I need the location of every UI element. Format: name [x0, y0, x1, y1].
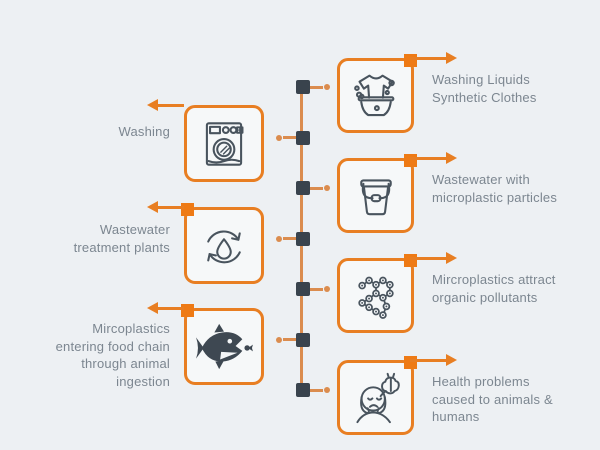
card-washing-liquids: [337, 58, 414, 133]
flow-arrow-head: [446, 152, 457, 164]
timeline-connector-dot: [324, 286, 330, 292]
card-washing: [184, 105, 264, 182]
label-washing-liquids: Washing Liquids Synthetic Clothes: [432, 71, 597, 106]
flow-arrow-head: [147, 201, 158, 213]
timeline-node: [296, 80, 310, 94]
label-line: Mircroplastics attract: [432, 272, 556, 287]
timeline-stub: [283, 136, 296, 139]
flow-arrow-line: [158, 206, 184, 209]
timeline-stub: [310, 85, 323, 89]
card-treatment-plants: [184, 207, 264, 284]
label-line: entering food chain: [55, 338, 170, 354]
label-line: humans: [432, 409, 480, 424]
card-food-chain: [184, 308, 264, 385]
timeline-node: [296, 181, 310, 195]
timeline-node: [296, 231, 310, 246]
timeline-connector-dot: [276, 235, 282, 242]
label-line: Health problems: [432, 374, 530, 389]
timeline-stub: [283, 237, 296, 240]
flow-arrow-line: [158, 307, 184, 310]
timeline-stub: [310, 388, 323, 392]
timeline-stub: [310, 186, 323, 190]
flow-arrow-head: [147, 302, 158, 314]
flow-arrow-line: [410, 257, 446, 260]
flow-arrow-line: [158, 104, 184, 107]
washing-machine-icon: [205, 121, 244, 166]
woman-brain-icon: [355, 372, 400, 423]
connector-square: [181, 203, 194, 216]
label-wastewater-particles: Wastewater with microplastic particles: [432, 171, 597, 206]
label-line: Washing: [118, 124, 170, 139]
bucket-icon: [359, 178, 392, 215]
label-line: microplastic particles: [432, 189, 558, 205]
connector-square: [404, 154, 417, 167]
timeline-node: [296, 383, 310, 397]
flow-arrow-line: [410, 359, 446, 362]
label-health-problems: Health problems caused to animals & huma…: [432, 373, 597, 426]
flow-arrow-line: [410, 57, 446, 60]
flow-arrow-line: [410, 157, 446, 160]
timeline-connector-dot: [324, 185, 330, 191]
timeline-stub: [283, 338, 296, 341]
timeline-node: [296, 332, 310, 347]
molecule-icon: [357, 276, 394, 319]
label-line: organic pollutants: [432, 289, 538, 305]
timeline-connector-dot: [276, 134, 282, 141]
flow-arrow-head: [446, 52, 457, 64]
label-washing: Washing: [20, 123, 170, 141]
timeline-node: [296, 282, 310, 296]
fish-icon: [196, 323, 253, 369]
label-line: Washing Liquids: [432, 72, 530, 87]
label-line: Wastewater with: [432, 172, 530, 187]
label-line: Synthetic Clothes: [432, 89, 537, 105]
connector-square: [404, 254, 417, 267]
label-line: Wastewater: [99, 222, 170, 237]
laundry-tub-icon: [353, 74, 395, 116]
flow-arrow-head: [446, 354, 457, 366]
timeline-stub: [310, 287, 323, 291]
label-line: through animal: [81, 356, 170, 371]
card-wastewater-particles: [337, 158, 414, 233]
connector-square: [404, 54, 417, 67]
card-health-problems: [337, 360, 414, 435]
label-line: Mircoplastics: [92, 321, 170, 336]
timeline-node: [296, 130, 310, 145]
timeline-connector-dot: [324, 84, 330, 90]
flow-arrow-head: [147, 99, 158, 111]
label-organic-pollutants: Mircroplastics attract organic pollutant…: [432, 271, 597, 306]
water-recycle-icon: [207, 229, 241, 263]
timeline-connector-dot: [276, 336, 282, 343]
connector-square: [181, 304, 194, 317]
label-treatment-plants: Wastewater treatment plants: [20, 221, 170, 256]
label-line: caused to animals &: [432, 391, 553, 407]
flow-arrow-head: [446, 252, 457, 264]
label-line: treatment plants: [73, 239, 170, 255]
label-line: ingestion: [116, 373, 170, 389]
card-organic-pollutants: [337, 258, 414, 333]
label-food-chain: Mircoplastics entering food chain throug…: [20, 320, 170, 390]
timeline-connector-dot: [324, 387, 330, 393]
connector-square: [404, 356, 417, 369]
